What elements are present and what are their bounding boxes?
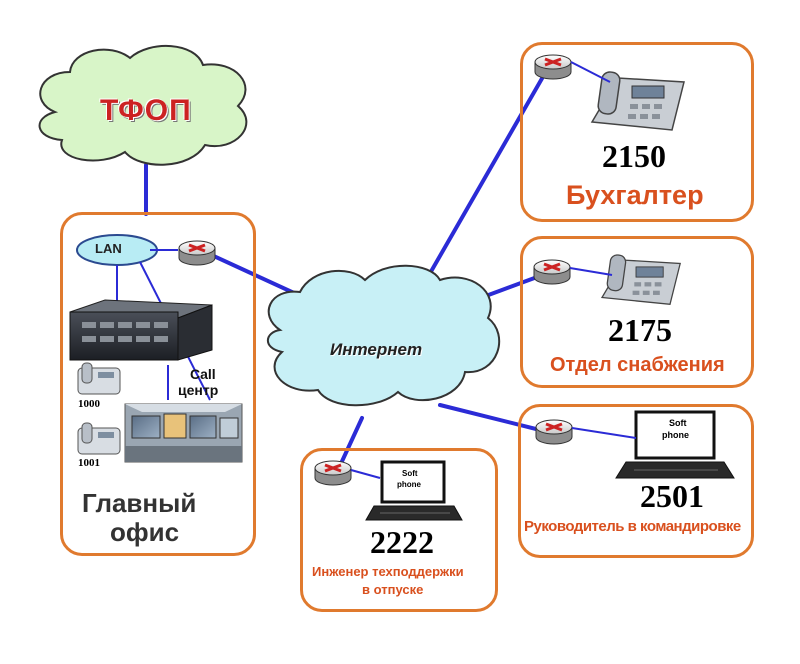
routers: [178, 54, 573, 486]
main-office-box: [60, 212, 256, 556]
ext-number-2150: 2150: [602, 138, 666, 174]
node-box-2222: [300, 448, 498, 612]
softphone-label-2501-1: Soft: [669, 418, 687, 428]
node-box-2150: [520, 42, 754, 222]
laptop-icon: [615, 410, 735, 479]
call-center-image: [124, 403, 243, 463]
lan-label: LAN: [95, 241, 122, 256]
ext-number-2222: 2222: [370, 524, 434, 560]
main-office-title-1: Главный: [82, 488, 197, 518]
laptop-icon: [365, 460, 463, 521]
desk-phone-1000: [77, 362, 121, 395]
router-icon: [178, 240, 216, 266]
link-internet-2501: [438, 403, 550, 434]
node-box-2501: [518, 404, 754, 558]
role-2222-line1: Инженер техподдержки: [312, 564, 464, 579]
ext-number-2501: 2501: [640, 478, 704, 514]
router-icon: [534, 54, 572, 80]
pstn-label: ТФОП: [100, 94, 192, 127]
main-office-title-2: офис: [110, 517, 180, 547]
internet-cloud: [266, 264, 501, 407]
link-internet-2222: [336, 416, 364, 472]
ip-phone-icon: [590, 71, 685, 131]
ext-number-2175: 2175: [608, 312, 672, 348]
softphone-label-2501-2: phone: [662, 430, 689, 440]
softphone-label-2222-2: phone: [397, 480, 421, 489]
pbx-unit: [69, 299, 213, 361]
desk-phone-1001: [77, 422, 121, 455]
phone-number-1000: 1000: [78, 398, 100, 410]
role-2501: Руководитель в командировке: [524, 518, 741, 535]
role-2175: Отдел снабжения: [550, 354, 725, 376]
pstn-cloud: [38, 45, 248, 166]
router-icon: [533, 259, 571, 285]
router-icon: [314, 460, 352, 486]
role-2150: Бухгалтер: [566, 180, 704, 210]
role-2222-line2: в отпуске: [362, 582, 424, 597]
call-center-label-2: центр: [178, 382, 219, 398]
router-icon: [535, 419, 573, 445]
link-internet-2150: [423, 66, 550, 284]
internet-label: Интернет: [330, 340, 423, 359]
phone-number-1001: 1001: [78, 457, 100, 469]
softphone-label-2222-1: Soft: [402, 469, 418, 478]
ip-phone-icon: [600, 254, 682, 305]
call-center-label-1: Call: [190, 366, 216, 382]
node-box-2175: [520, 236, 754, 388]
main-office-graphics: [69, 234, 243, 463]
